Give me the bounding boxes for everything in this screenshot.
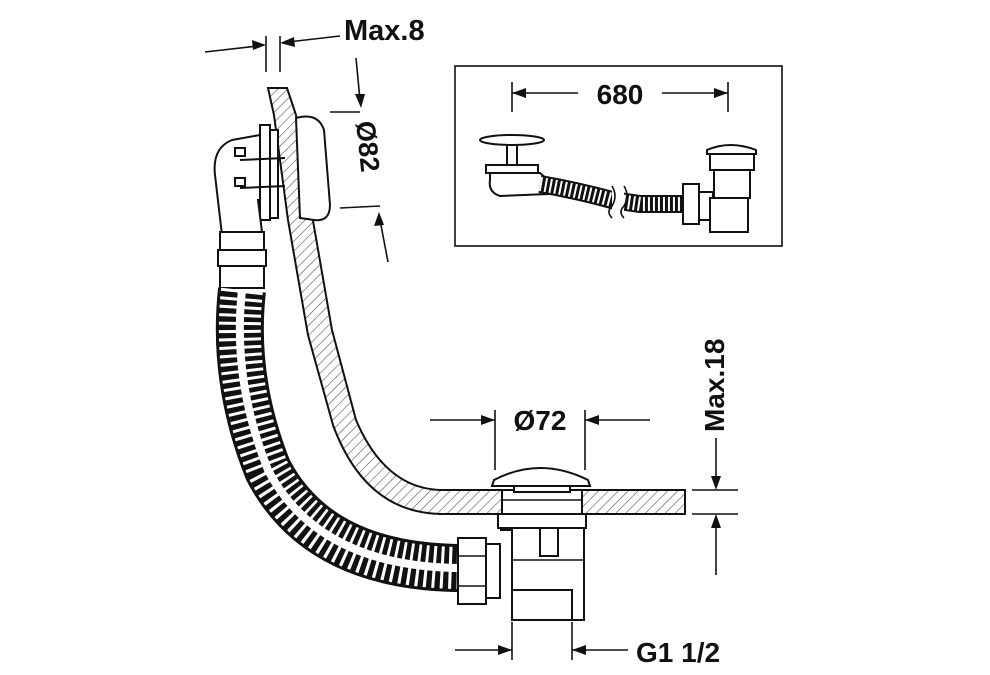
hose-nut bbox=[457, 537, 487, 605]
overflow-assembly bbox=[213, 115, 332, 289]
max-wall-label: Max.8 bbox=[344, 15, 425, 47]
dimension-waste-diameter: Ø72 bbox=[430, 405, 650, 470]
dimension-max-floor: Max.18 bbox=[692, 339, 738, 575]
bathtub-wall-section bbox=[266, 87, 686, 515]
overflow-diameter-label: Ø82 bbox=[350, 119, 385, 173]
waste-diameter-label: Ø72 bbox=[514, 405, 567, 436]
inset-length-view: 680 bbox=[454, 65, 783, 247]
waste-flange bbox=[497, 513, 587, 529]
length-label: 680 bbox=[597, 79, 644, 110]
inset-hose bbox=[538, 175, 688, 213]
pop-up-plug bbox=[490, 467, 592, 487]
inset-waste-plug bbox=[706, 144, 757, 155]
thread-label: G1 1/2 bbox=[636, 637, 720, 668]
max-floor-label: Max.18 bbox=[699, 339, 730, 432]
inset-overflow-cover bbox=[479, 134, 545, 146]
dimension-thread: G1 1/2 bbox=[455, 622, 720, 668]
waste-assembly bbox=[457, 467, 592, 621]
overflow-cover bbox=[294, 115, 332, 222]
dimension-overflow-diameter: Ø82 bbox=[330, 57, 389, 263]
dimension-max-wall: Max.8 bbox=[204, 15, 425, 72]
overflow-flange bbox=[259, 124, 271, 221]
